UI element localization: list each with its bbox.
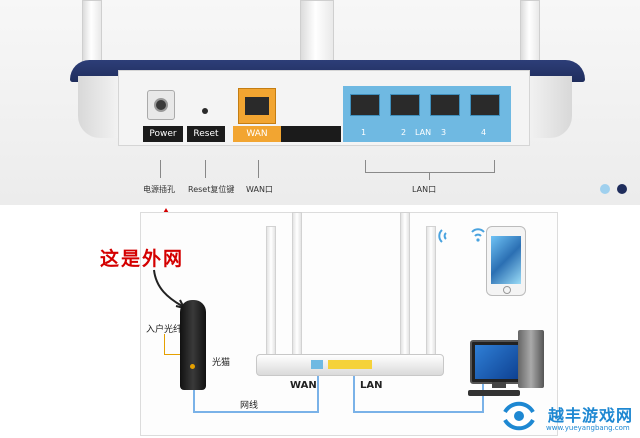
callout-lan: LAN口: [412, 185, 437, 194]
cable-lan-right: [353, 411, 483, 413]
callout-wan: WAN口: [246, 185, 273, 194]
modem-led: [190, 364, 195, 369]
router-antenna-4: [426, 226, 436, 360]
fiber-line-h: [164, 354, 186, 355]
reset-hole: [202, 108, 208, 114]
router-lan-ports: [328, 360, 372, 369]
callout-reset: Reset复位键: [188, 185, 235, 194]
optical-modem: [180, 300, 206, 390]
cable-lan-down: [353, 372, 355, 412]
lan-number-2: 2: [401, 128, 407, 137]
network-diagram: [140, 212, 558, 436]
watermark-name: 越丰游戏网: [548, 406, 634, 425]
wan-label: WAN: [233, 126, 281, 142]
wifi-icon-phone: [471, 228, 485, 242]
callout-power: 电源插孔: [143, 185, 175, 194]
callout-line-lan: [429, 172, 430, 180]
cable-modem-down: [193, 390, 195, 412]
smartphone: [486, 226, 526, 296]
router-wan-label: WAN: [290, 380, 317, 391]
lan-number-1: 1: [361, 128, 367, 137]
callout-line-reset: [205, 160, 206, 178]
router-antenna-1: [266, 226, 276, 360]
router-wan-port: [311, 360, 323, 369]
lan-number-3: 3: [441, 128, 447, 137]
wan-port: [238, 88, 276, 124]
watermark-url: www.yueyangbang.com: [546, 424, 630, 432]
lan-text: LAN: [415, 128, 432, 137]
router-back-panel: Power Reset WAN 1 2 LAN 3 4 电源插孔 Reset复位…: [0, 0, 640, 205]
cable-label: 网线: [240, 401, 259, 411]
power-jack: [147, 90, 175, 120]
cable-to-wan: [317, 372, 319, 413]
watermark-logo: [496, 398, 542, 434]
wifi-icon: [438, 229, 447, 243]
router-side-left: [78, 76, 124, 138]
lan-port-1: [350, 94, 380, 116]
router-side-right: [522, 76, 572, 138]
headline-external-network: 这是外网: [100, 248, 185, 270]
phone-home-button: [503, 286, 511, 294]
power-jack-hole: [154, 98, 168, 112]
lan-port-2: [390, 94, 420, 116]
power-label: Power: [143, 126, 183, 142]
lan-port-3: [430, 94, 460, 116]
modem-label: 光猫: [212, 358, 231, 368]
phone-screen: [491, 236, 521, 284]
carousel-dot-2[interactable]: [617, 184, 627, 194]
monitor-stand: [492, 382, 506, 388]
callout-line-wan: [258, 160, 259, 178]
lan-port-4: [470, 94, 500, 116]
lan-number-4: 4: [481, 128, 487, 137]
fiber-line: [164, 334, 165, 354]
wan-port-hole: [245, 97, 269, 115]
pointer-triangle: [162, 208, 170, 215]
label-strip-spacer: [281, 126, 341, 142]
keyboard: [468, 390, 520, 396]
callout-bracket-lan: [365, 160, 495, 173]
watermark-globe-icon: [502, 399, 536, 433]
fiber-label: 入户光纤: [146, 325, 183, 335]
cable-bottom: [193, 411, 318, 413]
router-antenna-2: [292, 212, 302, 360]
callout-line-power: [160, 160, 161, 178]
reset-label: Reset: [187, 126, 225, 142]
router-lan-label: LAN: [360, 380, 383, 391]
desktop-tower: [518, 330, 544, 388]
carousel-dot-1[interactable]: [600, 184, 610, 194]
router-antenna-3: [400, 212, 410, 360]
